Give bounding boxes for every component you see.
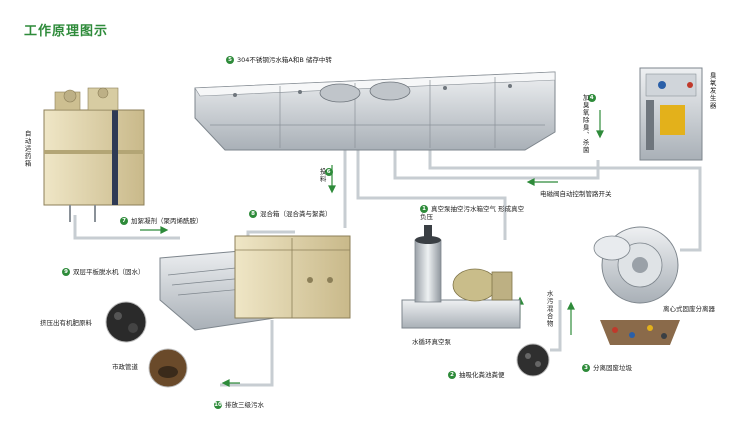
label-dosing-box: 自动适药箱 — [23, 130, 32, 168]
label-valve-switch: 电磁阀自动控制管路开关 — [540, 190, 612, 198]
flow-arrows — [140, 110, 604, 387]
vacuum-pump — [401, 225, 521, 329]
label-vacuum-pump: 水循环真空泵 — [412, 338, 451, 346]
dewatering-machine — [159, 235, 351, 331]
label-organic-fertilizer: 挤压出有机肥原料 — [40, 319, 92, 327]
ozone-generator — [639, 67, 703, 161]
label-water-mix: 水污混合物 — [545, 290, 554, 328]
dosing-box — [43, 87, 145, 222]
label-separator: 离心式固废分离器 — [663, 305, 715, 313]
inset-photos — [105, 301, 550, 388]
label-sewer: 市政管道 — [112, 363, 138, 371]
sewage-storage-tank — [194, 71, 556, 151]
centrifugal-separator — [593, 226, 680, 345]
label-ozone-generator: 臭氧发生器 — [708, 72, 717, 110]
page-title: 工作原理图示 — [24, 24, 109, 39]
pipe-network — [73, 148, 702, 387]
